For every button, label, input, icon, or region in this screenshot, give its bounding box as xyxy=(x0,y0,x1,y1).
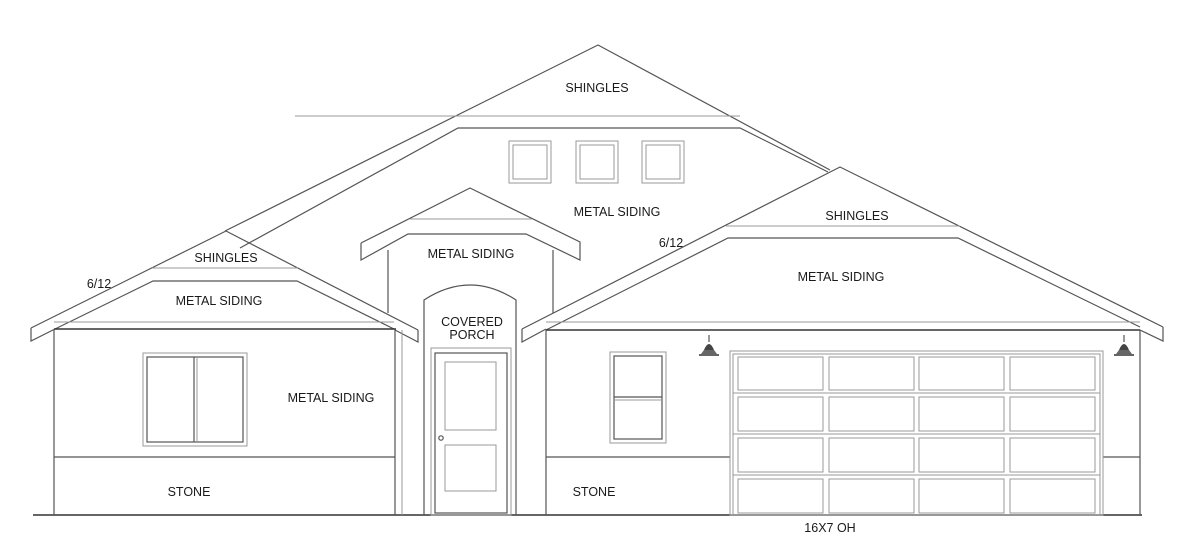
main-gable-siding-label: METAL SIDING xyxy=(573,205,661,219)
porch-label-line2: PORCH xyxy=(449,328,495,342)
porch-gable xyxy=(360,187,581,313)
garage-door xyxy=(729,350,1104,516)
right-wing-roof xyxy=(521,166,1164,344)
porch-label-line1: COVERED xyxy=(441,315,503,329)
left-wing-stone-label: STONE xyxy=(167,485,211,499)
left-pitch-label: 6/12 xyxy=(86,277,112,291)
gable-vents xyxy=(508,140,685,184)
left-wing-gable-siding-label: METAL SIDING xyxy=(175,294,263,308)
left-wing-shingles-label: SHINGLES xyxy=(194,251,258,265)
wall-light-right-icon xyxy=(1114,335,1134,356)
porch-entry xyxy=(401,284,517,516)
left-wing-wall-siding-label: METAL SIDING xyxy=(287,391,375,405)
left-wing-wall xyxy=(53,329,396,515)
main-roof xyxy=(224,44,831,249)
center-pitch-label: 6/12 xyxy=(658,236,684,250)
right-wing-gable-siding-label: METAL SIDING xyxy=(797,270,885,284)
porch-gable-siding-label: METAL SIDING xyxy=(427,247,515,261)
left-wing-roof xyxy=(30,230,419,343)
wall-light-left-icon xyxy=(699,335,719,356)
main-roof-shingles-label: SHINGLES xyxy=(565,81,629,95)
right-wing-stone-label: STONE xyxy=(572,485,616,499)
right-wing-shingles-label: SHINGLES xyxy=(825,209,889,223)
right-wing-wall xyxy=(545,330,1141,515)
garage-door-label: 16X7 OH xyxy=(804,521,856,535)
